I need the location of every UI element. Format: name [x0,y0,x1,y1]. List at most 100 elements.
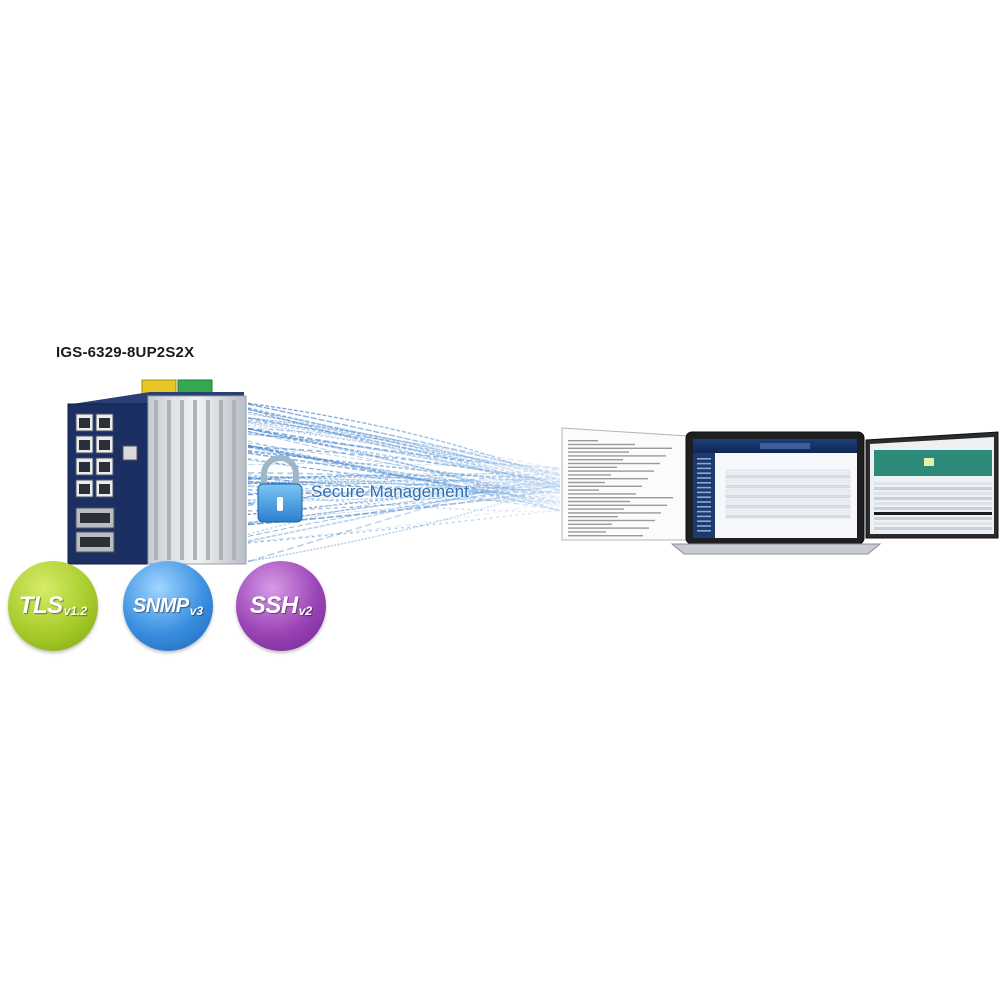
rj45-port-socket [99,484,110,494]
heatsink-fin [180,400,184,560]
rj45-port-socket [79,462,90,472]
data-stream-line [247,458,561,500]
laptop-sidebar-line [697,482,711,484]
monitor-table-row [874,482,992,485]
laptop-table-row [725,489,851,494]
laptop-sidebar-line [697,501,711,503]
monitor-screen [865,431,999,539]
document-text-line [568,493,636,495]
laptop-table-row [725,494,851,499]
laptop-sidebar-line [697,458,711,460]
lock-icon [257,455,303,523]
monitor-table-row [874,517,992,520]
document-text-line [568,508,624,510]
heatsink-fin [167,400,171,560]
data-stream-line [247,485,561,503]
document-text-line [568,470,654,472]
document-text-line [568,531,606,533]
monitor-table-row [874,487,992,490]
data-stream-line [247,427,561,469]
laptop-sidebar-line [697,520,711,522]
heatsink-fin [206,400,210,560]
document-text-line [568,519,655,522]
document-text-line [568,462,660,465]
laptop-sidebar-line [697,486,711,489]
laptop-table-row [725,479,851,484]
monitor-table-row [874,512,992,515]
data-stream-line [247,467,561,563]
data-stream-line [247,417,561,489]
monitor-table-row [874,527,992,530]
laptop-table-row [725,499,851,504]
laptop-table-row [725,469,851,474]
data-stream-line [247,409,561,480]
data-stream-line [247,477,561,512]
data-stream-line [247,481,561,524]
switch-device [67,379,247,565]
tls-badge-version: v1.2 [63,604,88,618]
heatsink-fin [232,400,236,560]
document-text-line [568,447,672,449]
laptop-sidebar-line [697,467,711,470]
data-stream-line [247,477,561,488]
data-stream-line [247,509,561,544]
data-stream-line [247,442,561,490]
heatsink-fin [193,400,197,560]
data-stream-line [247,424,561,476]
document-text-line [568,459,623,461]
data-stream-line [247,469,561,485]
rj45-port-socket [99,462,110,472]
laptop-table-row [725,509,851,514]
laptop-sidebar-line [697,462,711,465]
laptop-sidebar-line [697,530,711,532]
heatsink-fin [219,400,223,560]
rj45-port-socket [99,418,110,428]
document-text-line [568,500,630,503]
tls-badge-name: TLS [18,592,63,619]
snmp-badge-name: SNMP [132,594,189,617]
laptop-table-row [725,504,851,509]
data-stream-line [247,428,561,504]
data-stream-line [247,419,561,489]
document-text-line [568,455,666,457]
monitor-table-row [874,502,992,505]
laptop-sidebar-line [697,491,711,494]
document-text-line [568,485,642,487]
document-text-line [568,516,618,518]
document-text-line [568,466,617,468]
laptop-sidebar-line [697,477,711,479]
data-stream-line [247,450,561,486]
data-stream-line [247,446,561,495]
laptop-header-bar [760,443,810,449]
laptop-table-row [725,474,851,479]
document-text-line [568,527,649,529]
laptop-sidebar-line [697,506,711,508]
ssh-badge-name: SSH [249,592,298,619]
laptop-sidebar-line [697,496,711,498]
document-text-line [568,451,629,453]
data-stream-line [247,403,561,476]
data-stream-line [247,480,561,563]
document-text-line [568,535,643,537]
monitor-table-row [874,497,992,500]
data-stream-line [247,433,561,493]
monitor-table-row [874,507,992,510]
document-text-line [568,523,612,525]
rj45-port-socket [79,484,90,494]
data-stream-line [247,417,561,491]
laptop-sidebar-line [697,515,711,518]
document-text-line [568,489,599,491]
device-model-label: IGS-6329-8UP2S2X [56,344,195,361]
document-text-line [568,512,661,514]
document-text-line [568,504,667,506]
document-text-line [568,497,673,499]
ssh-badge-version: v2 [298,604,313,618]
data-stream-line [247,422,561,470]
laptop-computer [670,431,882,555]
document-text-line [568,474,611,476]
rj45-port-socket [79,418,90,428]
data-stream-line [247,478,561,483]
